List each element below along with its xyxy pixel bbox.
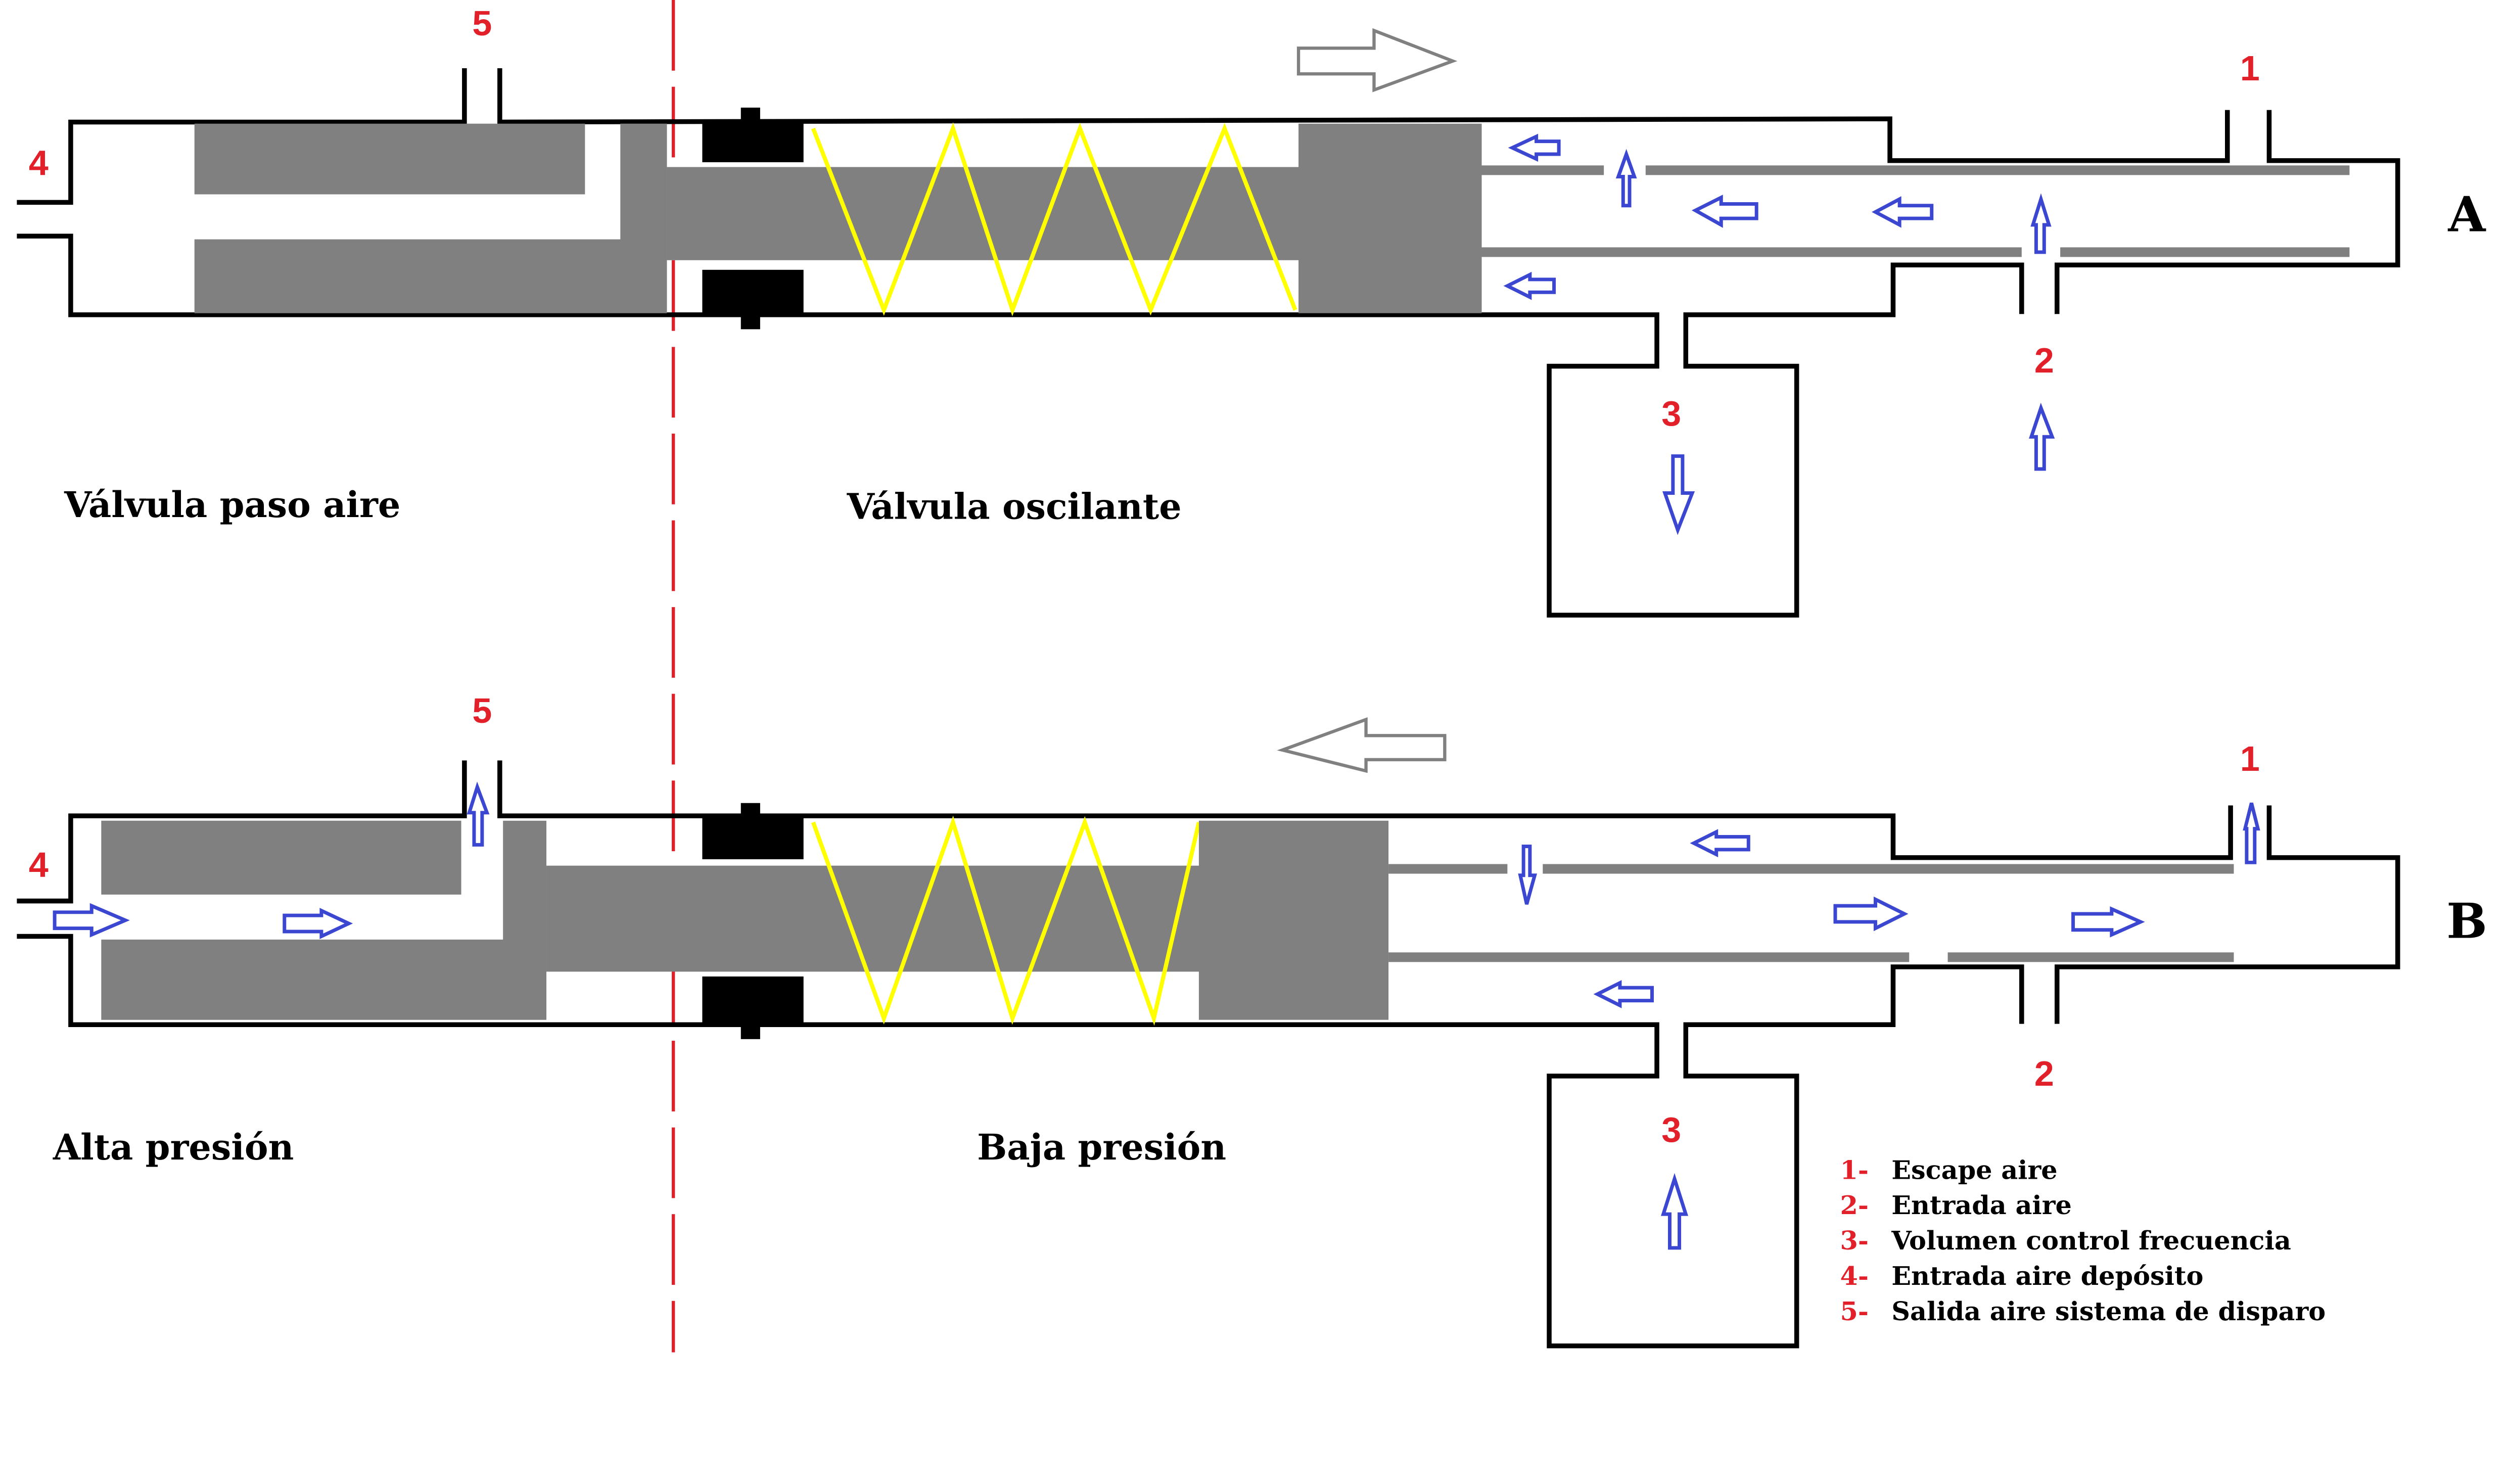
motion-arrow-right-icon <box>1296 28 1458 92</box>
seal-tab-upper-b <box>740 803 760 818</box>
seal-upper-b <box>702 816 804 859</box>
legend-text: Escape aire <box>1891 1154 2057 1185</box>
section-label-baja-presion: Baja presión <box>977 1127 1226 1168</box>
flow-arrow-up-icon <box>1660 1173 1689 1250</box>
port-number-3: 3 <box>1661 1110 1681 1149</box>
legend-number: 5- <box>1840 1296 1869 1326</box>
tube-wall-lower-left-a <box>1481 247 2022 257</box>
flow-arrow-up-icon <box>467 781 490 847</box>
legend: 1- Escape aire 2- Entrada aire 3- Volume… <box>1840 1154 2326 1326</box>
flow-arrow-right-icon <box>283 908 353 939</box>
port-number-5: 5 <box>472 691 492 730</box>
flow-arrow-up-icon <box>2243 802 2260 864</box>
legend-text: Entrada aire <box>1891 1190 2072 1220</box>
seal-tab-lower-a <box>740 313 760 330</box>
seal-lower-a <box>702 269 804 315</box>
piston-rod-b <box>546 865 1205 972</box>
legend-text: Entrada aire depósito <box>1891 1261 2203 1291</box>
diagram-state-b: 5 4 1 2 3 B Alta presión Baja presión <box>17 691 2487 1349</box>
legend-text: Volumen control frecuencia <box>1891 1225 2291 1256</box>
flow-arrow-right-icon <box>1833 896 1909 932</box>
motion-arrow-left-icon <box>1277 717 1447 773</box>
seal-lower-b <box>702 976 804 1025</box>
oscillating-piston-a <box>1298 123 1482 313</box>
port-number-3: 3 <box>1661 394 1681 433</box>
port-number-2: 2 <box>2034 341 2054 380</box>
legend-number: 1- <box>1840 1154 1869 1185</box>
port-number-4: 4 <box>29 845 49 885</box>
flow-arrow-down-icon <box>1518 845 1538 905</box>
port-number-1: 1 <box>2240 739 2260 778</box>
legend-text: Salida aire sistema de disparo <box>1891 1296 2326 1326</box>
legend-item: 3- Volumen control frecuencia <box>1840 1225 2291 1256</box>
flow-arrow-right-icon <box>53 903 130 938</box>
legend-number: 3- <box>1840 1225 1869 1256</box>
tube-wall-upper-left-b <box>1388 864 1508 874</box>
tube-wall-upper-right-b <box>1543 864 2234 874</box>
section-label-valvula-oscilante: Válvula oscilante <box>847 486 1182 527</box>
flow-arrow-down-icon <box>1662 454 1695 535</box>
seal-tab-lower-b <box>740 1023 760 1039</box>
tube-wall-upper-right-a <box>1645 165 2350 175</box>
spool-upper-land-b <box>101 820 461 895</box>
diagram-state-a: 5 4 1 2 3 A Válvula paso aire Válvula os… <box>17 4 2487 618</box>
port-number-4: 4 <box>29 143 49 182</box>
flow-arrow-left-icon <box>1690 829 1750 858</box>
seal-tab-upper-a <box>740 107 760 124</box>
port-number-2: 2 <box>2034 1054 2054 1093</box>
flow-arrow-left-icon <box>1593 980 1654 1008</box>
tube-wall-upper-left-a <box>1481 165 1604 175</box>
port-number-5: 5 <box>472 4 492 43</box>
tube-wall-lower-right-a <box>2060 247 2350 257</box>
flow-arrow-left-icon <box>1503 271 1556 300</box>
tube-wall-lower-right-b <box>1947 952 2234 962</box>
flow-arrow-left-icon <box>1691 195 1758 228</box>
flow-arrow-left-icon <box>1508 133 1561 162</box>
section-label-alta-presion: Alta presión <box>53 1127 294 1168</box>
housing-outline-b <box>17 760 2400 1349</box>
state-label-a: A <box>2448 187 2487 243</box>
legend-item: 1- Escape aire <box>1840 1154 2058 1185</box>
housing-outline-a <box>17 68 2400 618</box>
spool-lower-body-a <box>194 123 667 313</box>
flow-arrow-right-icon <box>2071 906 2145 938</box>
port-number-1: 1 <box>2240 49 2260 88</box>
flow-arrow-up-icon <box>2030 193 2052 254</box>
state-label-b: B <box>2446 893 2487 950</box>
legend-item: 2- Entrada aire <box>1840 1190 2072 1220</box>
spring-a <box>811 122 1297 316</box>
flow-arrow-up-icon <box>1615 149 1637 208</box>
flow-arrow-up-icon <box>2029 402 2055 471</box>
spool-lower-body-b <box>101 820 547 1020</box>
legend-number: 4- <box>1840 1261 1869 1291</box>
spool-upper-land-a <box>194 123 585 195</box>
seal-upper-a <box>702 122 804 162</box>
legend-item: 4- Entrada aire depósito <box>1840 1261 2204 1291</box>
legend-number: 2- <box>1840 1190 1869 1220</box>
tube-wall-lower-left-b <box>1388 952 1910 962</box>
legend-item: 5- Salida aire sistema de disparo <box>1840 1296 2326 1326</box>
oscillating-piston-b <box>1198 820 1389 1020</box>
spring-b <box>811 815 1201 1026</box>
flow-arrow-left-icon <box>1872 196 1934 228</box>
piston-rod-a <box>667 167 1302 260</box>
section-label-valvula-paso-aire: Válvula paso aire <box>64 484 400 526</box>
